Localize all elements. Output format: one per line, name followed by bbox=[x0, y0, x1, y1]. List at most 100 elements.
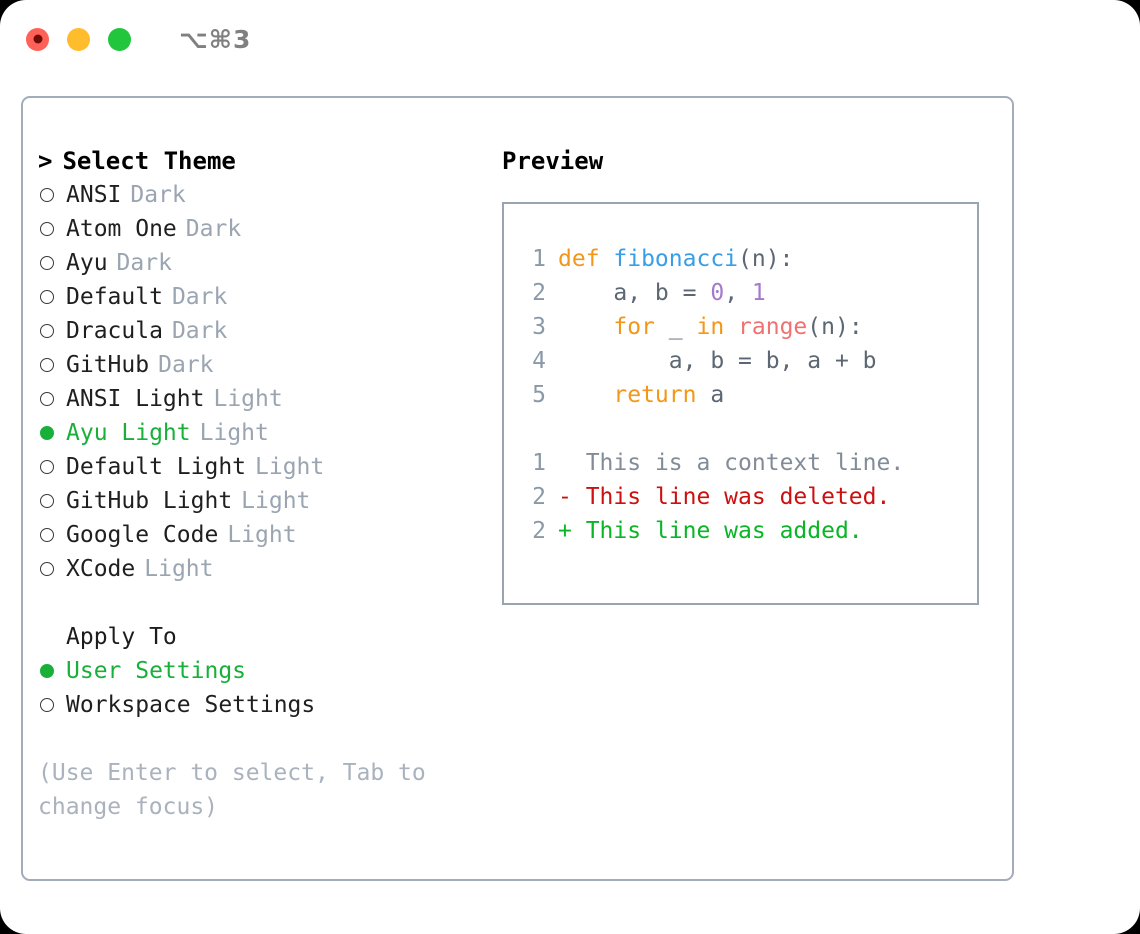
spacer bbox=[504, 412, 977, 446]
code-token: a, b = bbox=[558, 280, 711, 306]
diff-line-number: 1 bbox=[532, 450, 546, 476]
spacer bbox=[38, 586, 478, 620]
apply-to-option-workspace-settings[interactable]: Workspace Settings bbox=[38, 688, 478, 722]
theme-option-tag: Light bbox=[199, 420, 269, 446]
theme-option-label: Dracula bbox=[66, 318, 163, 344]
radio-selected-icon bbox=[40, 426, 54, 440]
minimize-window-button[interactable] bbox=[67, 27, 90, 51]
diff-line: 1 This is a context line. bbox=[504, 446, 977, 480]
radio-unselected-icon bbox=[40, 188, 54, 202]
theme-option-tag: Dark bbox=[158, 352, 214, 378]
code-token: return bbox=[613, 382, 697, 408]
diff-line: 2+ This line was added. bbox=[504, 514, 977, 548]
code-line-text: def fibonacci(n): bbox=[558, 242, 793, 276]
theme-option-tag: Light bbox=[144, 556, 214, 582]
diff-line: 2- This line was deleted. bbox=[504, 480, 977, 514]
code-line-text: a, b = b, a + b bbox=[558, 344, 877, 378]
code-line-number: 3 bbox=[532, 314, 546, 340]
prompt-caret-icon: > bbox=[38, 147, 53, 175]
theme-option-ansi[interactable]: ANSI Dark bbox=[38, 178, 478, 212]
code-token bbox=[558, 382, 613, 408]
keyboard-hint-text: (Use Enter to select, Tab to change focu… bbox=[38, 760, 426, 820]
code-token: (n): bbox=[807, 314, 863, 340]
radio-unselected-icon bbox=[40, 324, 54, 338]
theme-option-label: ANSI Light bbox=[66, 386, 205, 412]
theme-option-ansi-light[interactable]: ANSI Light Light bbox=[38, 382, 478, 416]
radio-unselected-icon bbox=[40, 528, 54, 542]
theme-option-dracula[interactable]: Dracula Dark bbox=[38, 314, 478, 348]
theme-option-label: GitHub bbox=[66, 352, 150, 378]
keyboard-shortcut-label: ⌥⌘3 bbox=[179, 24, 252, 54]
code-line: 4 a, b = b, a + b bbox=[504, 344, 977, 378]
theme-option-label: Atom One bbox=[66, 216, 177, 242]
theme-option-label: XCode bbox=[66, 556, 136, 582]
theme-option-label: ANSI bbox=[66, 182, 122, 208]
code-token: (n): bbox=[738, 246, 794, 272]
diff-line-number: 2 bbox=[532, 518, 546, 544]
code-token bbox=[558, 314, 613, 340]
code-token: _ bbox=[654, 314, 697, 340]
theme-option-atom-one[interactable]: Atom One Dark bbox=[38, 212, 478, 246]
apply-to-option-label: User Settings bbox=[66, 658, 247, 684]
code-token bbox=[724, 314, 738, 340]
theme-option-tag: Dark bbox=[171, 318, 228, 344]
radio-unselected-icon bbox=[40, 698, 54, 712]
code-token: in bbox=[696, 314, 725, 340]
theme-option-xcode[interactable]: XCode Light bbox=[38, 552, 478, 586]
diff-line-number: 2 bbox=[532, 484, 546, 510]
theme-option-label: Ayu bbox=[66, 250, 108, 276]
code-line: 5 return a bbox=[504, 378, 977, 412]
code-token: range bbox=[738, 314, 808, 340]
theme-option-tag: Light bbox=[227, 522, 297, 548]
traffic-lights bbox=[26, 27, 131, 51]
theme-option-label: GitHub Light bbox=[66, 488, 233, 514]
apply-to-option-user-settings[interactable]: User Settings bbox=[38, 654, 478, 688]
theme-option-label: Default bbox=[66, 284, 163, 310]
theme-option-github[interactable]: GitHub Dark bbox=[38, 348, 478, 382]
code-token: a bbox=[696, 382, 725, 408]
code-token: 1 bbox=[751, 280, 766, 306]
radio-selected-icon bbox=[40, 664, 54, 678]
radio-unselected-icon bbox=[40, 222, 54, 236]
code-line-text: return a bbox=[558, 378, 724, 412]
code-line-text: a, b = 0, 1 bbox=[558, 276, 766, 310]
apply-to-title: Apply To bbox=[66, 624, 177, 650]
radio-unselected-icon bbox=[40, 460, 54, 474]
code-token: fibonacci bbox=[613, 246, 739, 272]
theme-option-tag: Light bbox=[213, 386, 283, 412]
code-token: for bbox=[613, 314, 655, 340]
diff-line-text: This line was deleted. bbox=[571, 484, 891, 510]
radio-unselected-icon bbox=[40, 290, 54, 304]
maximize-window-button[interactable] bbox=[108, 27, 131, 51]
preview-title: Preview bbox=[502, 147, 604, 175]
theme-option-tag: Dark bbox=[130, 182, 186, 208]
radio-unselected-icon bbox=[40, 494, 54, 508]
code-token: def bbox=[558, 246, 614, 272]
code-line-number: 2 bbox=[532, 280, 546, 306]
code-line-text: for _ in range(n): bbox=[558, 310, 863, 344]
titlebar: ⌥⌘3 bbox=[0, 0, 1140, 78]
radio-unselected-icon bbox=[40, 562, 54, 576]
radio-unselected-icon bbox=[40, 358, 54, 372]
code-token: , bbox=[724, 280, 752, 306]
code-token: 0 bbox=[710, 280, 725, 306]
diff-marker: - bbox=[558, 484, 572, 510]
close-window-button[interactable] bbox=[26, 27, 49, 51]
diff-marker: + bbox=[558, 518, 572, 544]
theme-option-label: Default Light bbox=[66, 454, 247, 480]
theme-option-tag: Dark bbox=[185, 216, 242, 242]
